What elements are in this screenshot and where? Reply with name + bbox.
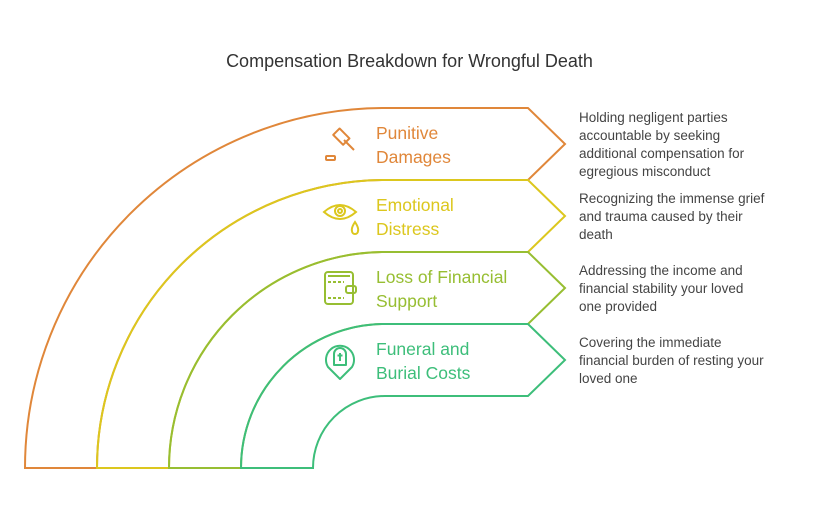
description-emotional-distress: Recognizing the immense grief and trauma…: [579, 190, 764, 244]
label-line: Support: [376, 291, 438, 311]
wallet-icon: [324, 271, 357, 305]
description-line: financial stability your loved: [579, 281, 744, 296]
crying-eye-icon: [322, 204, 360, 235]
description-line: egregious misconduct: [579, 164, 711, 179]
label-line: Burial Costs: [376, 363, 471, 383]
description-line: Addressing the income and: [579, 263, 743, 278]
band-funeral-burial-costs: [239, 323, 567, 469]
label-line: Distress: [376, 219, 440, 239]
description-line: Covering the immediate: [579, 335, 722, 350]
grave-location-icon: [325, 344, 355, 380]
description-line: accountable by seeking: [579, 128, 721, 143]
label-emotional-distress: Emotional Distress: [376, 193, 454, 241]
label-line: Emotional: [376, 195, 454, 215]
description-line: loved one: [579, 371, 638, 386]
description-funeral-burial-costs: Covering the immediate financial burden …: [579, 334, 764, 388]
description-line: additional compensation for: [579, 146, 745, 161]
description-line: death: [579, 227, 613, 242]
label-line: Punitive: [376, 123, 439, 143]
label-line: Damages: [376, 147, 451, 167]
label-punitive-damages: Punitive Damages: [376, 121, 451, 169]
description-line: one provided: [579, 299, 658, 314]
description-line: Recognizing the immense grief: [579, 191, 765, 206]
description-punitive-damages: Holding negligent parties accountable by…: [579, 109, 744, 181]
gavel-icon: [325, 127, 355, 161]
label-loss-of-financial-support: Loss of Financial Support: [376, 265, 507, 313]
description-line: and trauma caused by their: [579, 209, 743, 224]
diagram-title: Compensation Breakdown for Wrongful Deat…: [226, 51, 593, 71]
label-line: Funeral and: [376, 339, 470, 359]
description-line: financial burden of resting your: [579, 353, 764, 368]
label-funeral-burial-costs: Funeral and Burial Costs: [376, 337, 470, 385]
description-line: Holding negligent parties: [579, 110, 728, 125]
label-line: Loss of Financial: [376, 267, 508, 287]
description-loss-of-financial-support: Addressing the income and financial stab…: [579, 262, 743, 316]
